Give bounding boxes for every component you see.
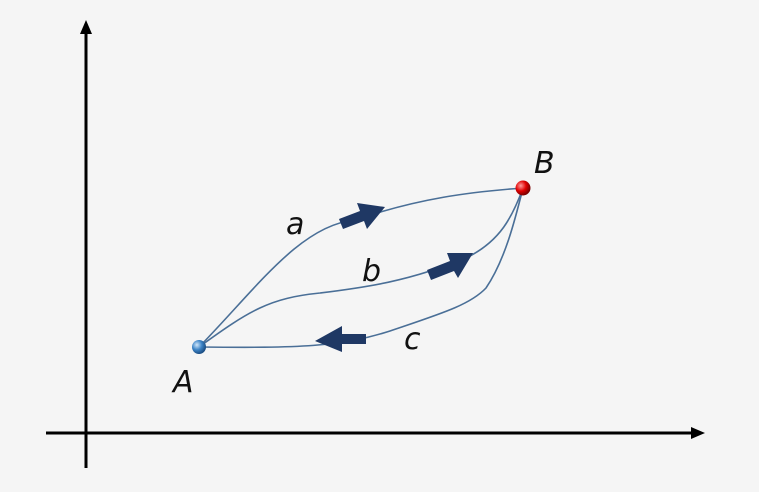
- path-c-curve: [198, 187, 524, 349]
- points: [192, 180, 531, 354]
- labels: A B a b c: [171, 146, 555, 400]
- path-b-arrow-icon: [427, 253, 473, 280]
- point-a-dot: [192, 340, 206, 354]
- point-b-label: B: [534, 146, 555, 181]
- path-a-label: a: [286, 207, 304, 242]
- path-a-arrow-icon: [339, 203, 385, 229]
- y-axis-arrowhead: [80, 20, 92, 34]
- path-b-label: b: [362, 254, 381, 289]
- path-c-arrow-icon: [315, 326, 366, 352]
- axes: [46, 20, 705, 468]
- x-axis-arrowhead: [691, 427, 705, 439]
- point-a-label: A: [171, 365, 194, 400]
- path-c-label: c: [404, 322, 421, 357]
- point-b-dot: [515, 180, 531, 196]
- path-b-curve: [198, 187, 524, 348]
- path-arrows: [315, 203, 473, 352]
